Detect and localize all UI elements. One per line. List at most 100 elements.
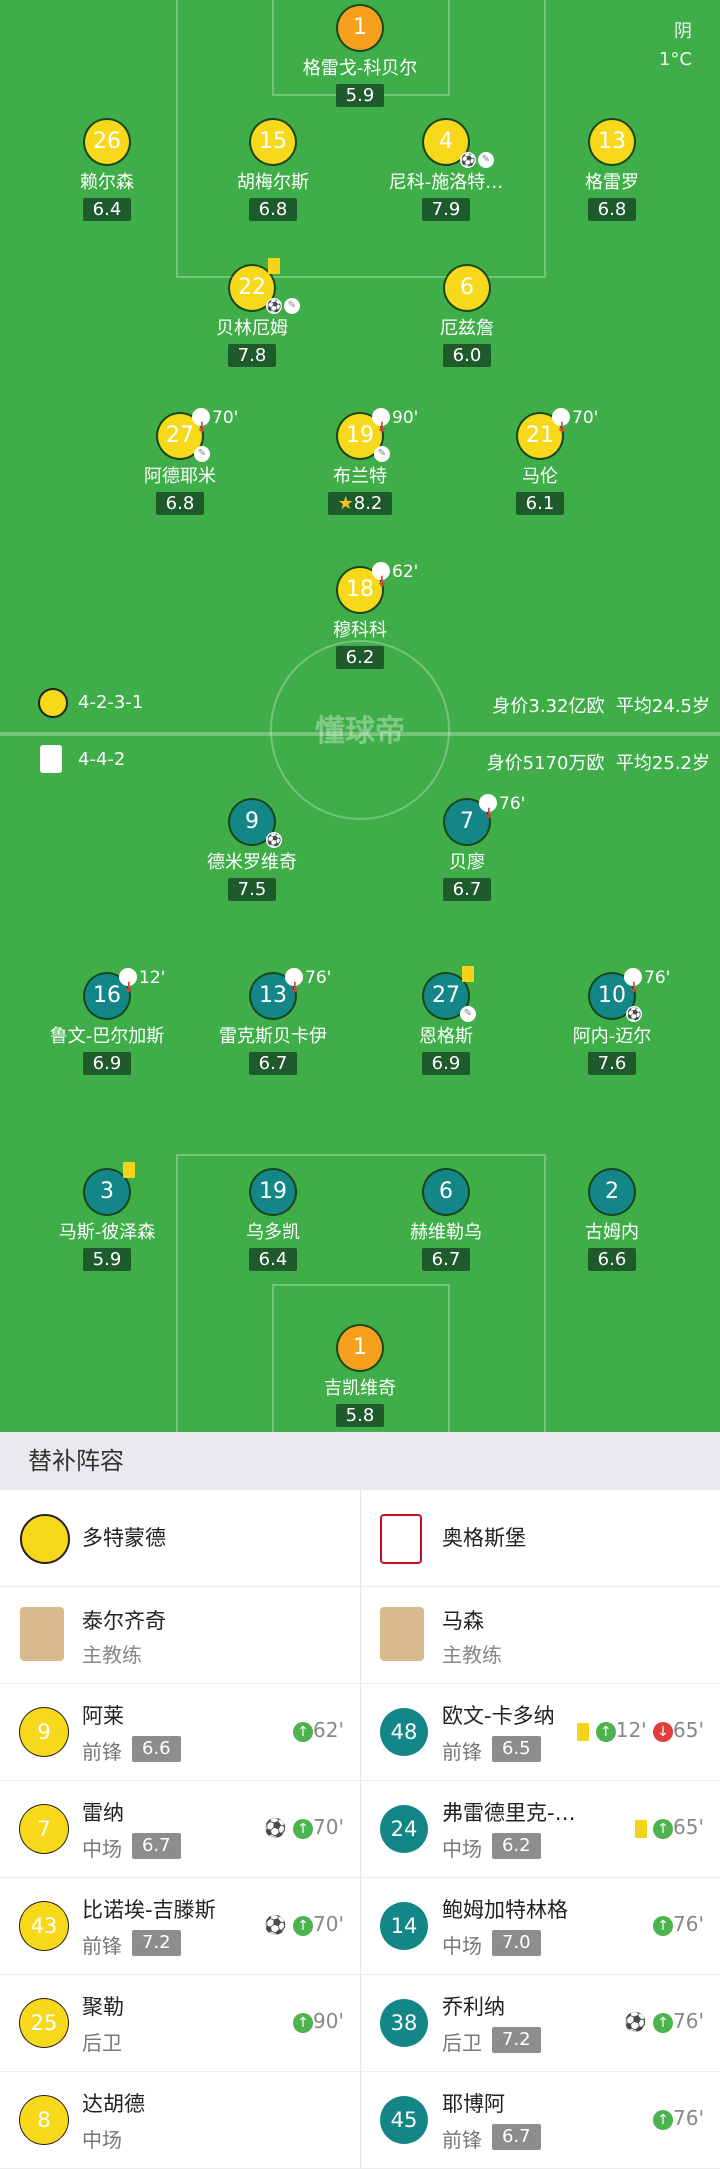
player-rating: 5.9 xyxy=(82,1248,132,1271)
home-coach-row[interactable]: 泰尔齐奇 主教练 xyxy=(0,1587,360,1684)
player-away-7[interactable]: 7 76' 贝廖 6.7 xyxy=(372,792,562,901)
player-away-9[interactable]: 9⚽ 德米罗维奇 7.5 xyxy=(157,800,347,901)
sub-row[interactable]: 14 鲍姆加特林格 中场 7.0 ↑76' xyxy=(360,1878,720,1975)
center-circle xyxy=(270,640,450,820)
player-home-22[interactable]: 22⚽✎ 贝林厄姆 7.8 xyxy=(157,258,347,367)
player-number: 18 xyxy=(338,560,390,612)
sub-events: ↑76' xyxy=(653,1912,704,1936)
player-away-10[interactable]: 10⚽ 76' 阿内-迈尔 7.6 xyxy=(517,966,707,1075)
sub-in-icon: ↑ xyxy=(293,1915,314,1936)
player-rating: 7.6 xyxy=(587,1052,637,1075)
player-number: 4⚽✎ xyxy=(424,120,494,168)
player-name: 贝林厄姆 xyxy=(216,318,288,339)
bottom-goal-area xyxy=(272,1284,450,1432)
sub-position: 前锋 xyxy=(82,1740,122,1764)
sub-time: 70' xyxy=(572,408,599,428)
sub-number: 43 xyxy=(20,1902,68,1950)
sub-number: 24 xyxy=(380,1805,428,1853)
sub-number: 45 xyxy=(380,2096,428,2144)
sub-position: 前锋 xyxy=(442,1740,482,1764)
player-rating: 6.0 xyxy=(442,344,492,367)
sub-events: ↑76' xyxy=(653,2106,704,2130)
goal-ball-icon: ⚽ xyxy=(266,298,282,314)
sub-number: 48 xyxy=(380,1708,428,1756)
player-home-1[interactable]: 1 格雷戈-科贝尔 5.9 xyxy=(265,6,455,107)
player-away-3[interactable]: 3 马斯-彼泽森 5.9 xyxy=(12,1162,202,1271)
player-name: 雷克斯贝卡伊 xyxy=(219,1026,327,1047)
player-home-6[interactable]: 6 厄兹詹 6.0 xyxy=(372,266,562,367)
player-away-19[interactable]: 19 乌多凯 6.4 xyxy=(178,1170,368,1271)
sub-rating: 6.2 xyxy=(492,1833,541,1859)
player-home-27[interactable]: 27✎ 70' 阿德耶米 6.8 xyxy=(85,406,275,515)
player-home-19[interactable]: 19✎ 90' 布兰特 ★8.2 xyxy=(265,406,455,515)
yellow-card-icon xyxy=(123,1162,135,1178)
player-number: 22⚽✎ xyxy=(230,258,300,314)
player-home-18[interactable]: 18 62' 穆科科 6.2 xyxy=(265,560,455,669)
sub-time: 76' xyxy=(644,968,671,988)
player-home-4[interactable]: 4⚽✎ 尼科-施洛特… 7.9 xyxy=(351,120,541,221)
player-away-13[interactable]: 13 76' 雷克斯贝卡伊 6.7 xyxy=(178,966,368,1075)
player-number: 9⚽ xyxy=(230,800,282,848)
sub-position: 中场 xyxy=(82,2128,122,2152)
sub-name: 鲍姆加特林格 xyxy=(442,1898,568,1922)
player-rating: 6.4 xyxy=(82,198,132,221)
sub-number: 9 xyxy=(20,1708,68,1756)
sub-position: 前锋 xyxy=(442,2128,482,2152)
sub-rating: 7.2 xyxy=(132,1930,181,1956)
player-name: 乌多凯 xyxy=(246,1222,300,1243)
sub-row[interactable]: 9 阿莱 前锋 6.6 ↑62' xyxy=(0,1684,360,1781)
weather-temp: 1°C xyxy=(658,49,692,70)
player-rating: 7.9 xyxy=(421,198,471,221)
player-number: 13 xyxy=(590,120,634,164)
sub-row[interactable]: 38 乔利纳 后卫 7.2 ⚽ ↑76' xyxy=(360,1975,720,2072)
home-formation: 4-2-3-1 xyxy=(78,692,144,713)
player-name: 赫维勒乌 xyxy=(410,1222,482,1243)
sub-position: 前锋 xyxy=(82,1934,122,1958)
sub-events: ↑62' xyxy=(293,1718,344,1742)
player-away-16[interactable]: 16 12' 鲁文-巴尔加斯 6.9 xyxy=(12,966,202,1075)
player-rating: 6.7 xyxy=(421,1248,471,1271)
player-number: 6 xyxy=(445,266,489,310)
sub-name: 乔利纳 xyxy=(442,1995,505,2019)
player-away-1[interactable]: 1 吉凯维奇 5.8 xyxy=(265,1326,455,1427)
sub-name: 耶博阿 xyxy=(442,2092,505,2116)
player-away-6[interactable]: 6 赫维勒乌 6.7 xyxy=(351,1170,541,1271)
player-away-2[interactable]: 2 古姆内 6.6 xyxy=(517,1170,707,1271)
sub-number: 7 xyxy=(20,1805,68,1853)
away-team-logo xyxy=(40,745,62,773)
player-number: 16 xyxy=(85,966,137,1018)
player-home-13[interactable]: 13 格雷罗 6.8 xyxy=(517,120,707,221)
sub-row[interactable]: 25 聚勒 后卫 ↑90' xyxy=(0,1975,360,2072)
player-home-15[interactable]: 15 胡梅尔斯 6.8 xyxy=(178,120,368,221)
player-away-27[interactable]: 27✎ 恩格斯 6.9 xyxy=(351,966,541,1075)
player-number: 1 xyxy=(338,6,382,50)
player-number: 6 xyxy=(424,1170,468,1214)
sub-row[interactable]: 8 达胡德 中场 xyxy=(0,2072,360,2169)
coach-avatar xyxy=(20,1607,64,1661)
sub-out-icon xyxy=(285,966,303,1010)
assist-boot-icon: ✎ xyxy=(478,152,494,168)
sub-in-icon: ↑ xyxy=(653,2109,674,2130)
sub-row[interactable]: 24 弗雷德里克-… 中场 6.2 ↑65' xyxy=(360,1781,720,1878)
home-team-logo xyxy=(38,688,68,718)
sub-position: 后卫 xyxy=(442,2031,482,2055)
home-team-header[interactable]: 多特蒙德 xyxy=(0,1490,360,1587)
player-home-21[interactable]: 21 70' 马伦 6.1 xyxy=(445,406,635,515)
sub-name: 弗雷德里克-… xyxy=(442,1801,576,1825)
player-number: 1 xyxy=(338,1326,382,1370)
sub-row[interactable]: 48 欧文-卡多纳 前锋 6.5 ↑12' ↓65' xyxy=(360,1684,720,1781)
sub-in-icon: ↑ xyxy=(293,2012,314,2033)
away-formation: 4-4-2 xyxy=(78,749,126,770)
assist-boot-icon: ✎ xyxy=(194,446,210,462)
sub-row[interactable]: 43 比诺埃-吉滕斯 前锋 7.2 ⚽ ↑70' xyxy=(0,1878,360,1975)
player-rating: 6.4 xyxy=(248,1248,298,1271)
sub-row[interactable]: 7 雷纳 中场 6.7 ⚽ ↑70' xyxy=(0,1781,360,1878)
sub-out-icon xyxy=(624,966,642,1010)
away-coach-row[interactable]: 马森 主教练 xyxy=(360,1587,720,1684)
coach-name: 泰尔齐奇 xyxy=(82,1609,166,1633)
player-home-26[interactable]: 26 赖尔森 6.4 xyxy=(12,120,202,221)
player-number: 21 xyxy=(518,406,570,458)
weather: 阴 1°C xyxy=(659,18,692,74)
away-team-header[interactable]: 奥格斯堡 xyxy=(360,1490,720,1587)
sub-row[interactable]: 45 耶博阿 前锋 6.7 ↑76' xyxy=(360,2072,720,2169)
